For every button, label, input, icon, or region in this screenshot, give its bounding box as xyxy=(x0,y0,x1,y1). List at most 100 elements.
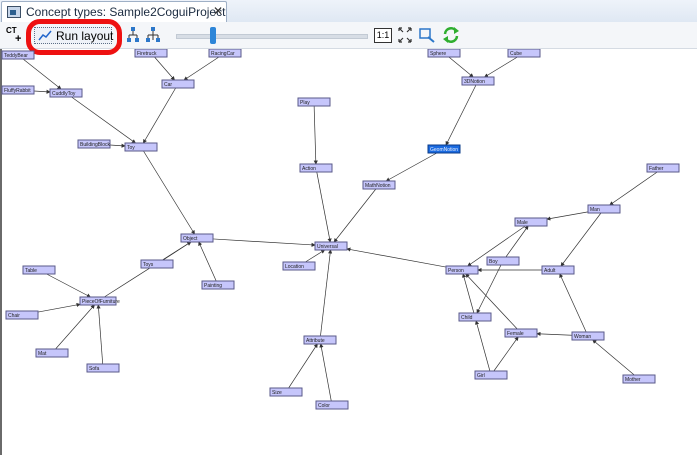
edge-Mat-PieceOfFurniture xyxy=(55,304,95,350)
add-concept-type-button[interactable]: CT + xyxy=(6,26,24,45)
concept-node-box[interactable] xyxy=(427,49,461,58)
concept-node-box[interactable] xyxy=(1,85,35,95)
concept-node-box[interactable] xyxy=(314,241,348,251)
concept-node-Male[interactable]: Male xyxy=(514,217,548,227)
concept-node-Chair[interactable]: Chair xyxy=(5,310,39,320)
concept-node-box[interactable] xyxy=(504,328,538,338)
fit-to-window-icon[interactable] xyxy=(397,26,413,44)
concept-node-box[interactable] xyxy=(269,387,303,397)
edge-Table-PieceOfFurniture xyxy=(46,273,92,298)
concept-node-Color[interactable]: Color xyxy=(315,400,349,410)
concept-node-Attribute[interactable]: Attribute xyxy=(303,335,337,345)
concept-node-label: Sphere xyxy=(430,51,446,57)
concept-node-box[interactable] xyxy=(140,259,174,269)
concept-node-box[interactable] xyxy=(124,142,158,152)
refresh-icon[interactable] xyxy=(442,26,460,44)
concept-node-Sphere[interactable]: Sphere xyxy=(427,49,461,58)
concept-node-box[interactable] xyxy=(571,331,605,341)
concept-node-GeomNotion[interactable]: GeomNotion xyxy=(427,144,461,154)
concept-node-box[interactable] xyxy=(299,163,333,173)
edge-GeomNotion-MathNotion xyxy=(385,152,437,182)
concept-node-Toy[interactable]: Toy xyxy=(124,142,158,152)
layout-graph-icon xyxy=(38,30,52,41)
concept-node-Child[interactable]: Child xyxy=(458,312,492,322)
concept-node-Person[interactable]: Person xyxy=(445,265,479,275)
radial-layout-icon[interactable] xyxy=(145,26,161,44)
concept-node-Adult[interactable]: Adult xyxy=(541,265,575,275)
concept-node-box[interactable] xyxy=(622,374,656,384)
concept-node-Cube[interactable]: Cube xyxy=(507,49,541,58)
concept-node-box[interactable] xyxy=(180,233,214,243)
concept-node-box[interactable] xyxy=(282,261,316,271)
concept-node-3DNotion[interactable]: 3DNotion xyxy=(461,76,495,86)
concept-node-PieceOfFurniture[interactable]: PieceOfFurniture xyxy=(79,296,120,306)
concept-node-Girl[interactable]: Girl xyxy=(474,370,508,380)
zoom-one-to-one-button[interactable]: 1:1 xyxy=(374,28,392,43)
concept-node-box[interactable] xyxy=(427,144,461,154)
concept-node-Car[interactable]: Car xyxy=(161,79,195,89)
concept-node-CuddlyToy[interactable]: CuddlyToy xyxy=(49,88,83,98)
tree-layout-icon[interactable] xyxy=(126,26,140,44)
concept-node-box[interactable] xyxy=(445,265,479,275)
concept-node-box[interactable] xyxy=(587,204,621,214)
concept-node-Woman[interactable]: Woman xyxy=(571,331,605,341)
concept-node-box[interactable] xyxy=(35,348,69,358)
edge-Toy-Object xyxy=(143,150,195,235)
concept-node-box[interactable] xyxy=(86,363,120,373)
concept-node-Size[interactable]: Size xyxy=(269,387,303,397)
zoom-selection-icon[interactable] xyxy=(419,26,435,44)
concept-node-box[interactable] xyxy=(77,139,111,149)
concept-node-box[interactable] xyxy=(646,163,680,173)
concept-node-Universal[interactable]: Universal xyxy=(314,241,348,251)
concept-node-Man[interactable]: Man xyxy=(587,204,621,214)
concept-node-Location[interactable]: Location xyxy=(282,261,316,271)
concept-node-box[interactable] xyxy=(22,265,56,275)
concept-node-Sofa[interactable]: Sofa xyxy=(86,363,120,373)
concept-node-Firetruck[interactable]: Firetruck xyxy=(134,49,168,58)
concept-node-box[interactable] xyxy=(1,50,35,60)
concept-node-box[interactable] xyxy=(208,49,242,58)
concept-node-Boy[interactable]: Boy xyxy=(486,256,520,266)
concept-node-Toys[interactable]: Toys xyxy=(140,259,174,269)
concept-node-box[interactable] xyxy=(315,400,349,410)
concept-node-Mother[interactable]: Mother xyxy=(622,374,656,384)
concept-node-Painting[interactable]: Painting xyxy=(201,280,235,290)
concept-node-Table[interactable]: Table xyxy=(22,265,56,275)
concept-node-Action[interactable]: Action xyxy=(299,163,333,173)
concept-node-box[interactable] xyxy=(79,296,117,306)
concept-node-box[interactable] xyxy=(541,265,575,275)
edge-Mother-Woman xyxy=(592,339,635,376)
concept-node-box[interactable] xyxy=(461,76,495,86)
run-layout-button[interactable]: Run layout xyxy=(34,27,113,44)
zoom-slider-track[interactable] xyxy=(176,34,368,39)
concept-node-MathNotion[interactable]: MathNotion xyxy=(362,180,396,190)
concept-node-box[interactable] xyxy=(161,79,195,89)
concept-node-box[interactable] xyxy=(458,312,492,322)
concept-node-Play[interactable]: Play xyxy=(297,97,331,107)
concept-node-box[interactable] xyxy=(486,256,520,266)
concept-node-box[interactable] xyxy=(5,310,39,320)
concept-node-box[interactable] xyxy=(474,370,508,380)
tab-concept-types[interactable]: Concept types: Sample2CoguiProject ✕ xyxy=(1,1,227,22)
concept-node-RacingCar[interactable]: RacingCar xyxy=(208,49,242,58)
concept-node-BuildingBlock[interactable]: BuildingBlock xyxy=(77,139,111,149)
concept-node-box[interactable] xyxy=(514,217,548,227)
edge-MathNotion-Universal xyxy=(333,188,377,243)
concept-node-box[interactable] xyxy=(297,97,331,107)
concept-node-box[interactable] xyxy=(134,49,168,58)
concept-node-box[interactable] xyxy=(303,335,337,345)
concept-node-box[interactable] xyxy=(49,88,83,98)
concept-node-box[interactable] xyxy=(362,180,396,190)
close-icon[interactable]: ✕ xyxy=(213,4,224,18)
concept-node-Mat[interactable]: Mat xyxy=(35,348,69,358)
concept-node-box[interactable] xyxy=(507,49,541,58)
concept-node-Object[interactable]: Object xyxy=(180,233,214,243)
concept-node-Father[interactable]: Father xyxy=(646,163,680,173)
concept-node-FluffyRabbit[interactable]: FluffyRabbit xyxy=(1,85,35,95)
zoom-slider-thumb[interactable] xyxy=(210,27,217,44)
edge-Size-Attribute xyxy=(288,343,318,389)
concept-node-TeddyBear[interactable]: TeddyBear xyxy=(1,50,35,60)
concept-node-Female[interactable]: Female xyxy=(504,328,538,338)
concept-node-box[interactable] xyxy=(201,280,235,290)
